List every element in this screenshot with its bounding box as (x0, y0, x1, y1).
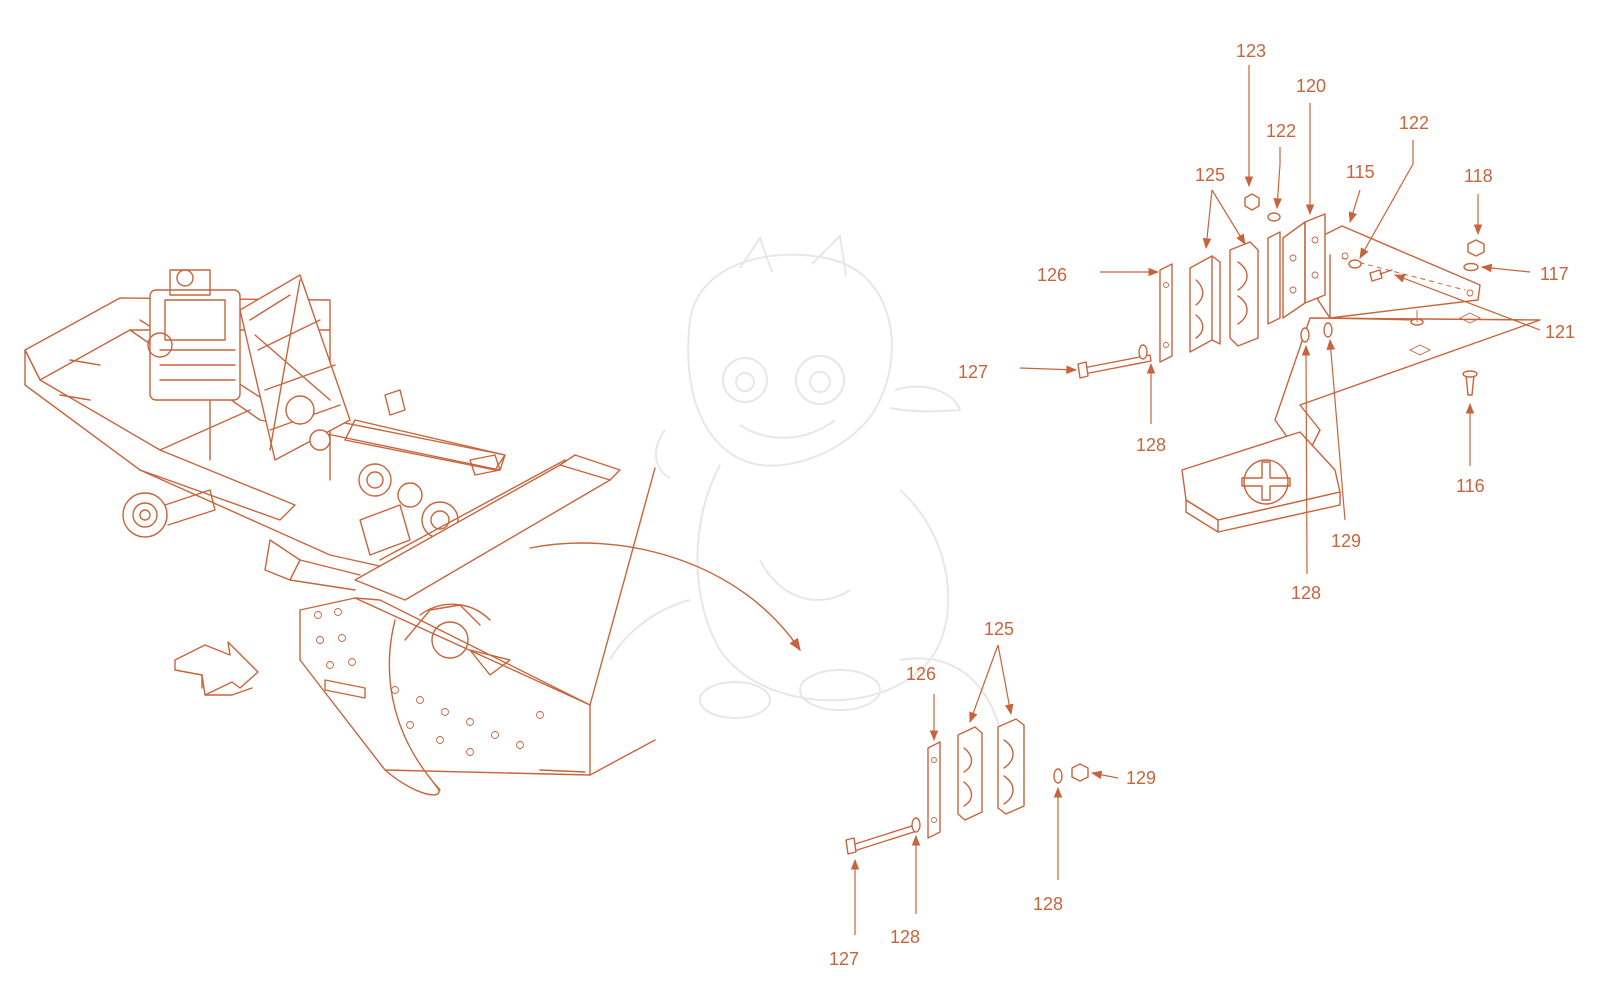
callout-labels: 123 122 120 122 125 115 118 117 126 121 … (829, 41, 1575, 969)
clamp-assembly-exploded-view (845, 718, 1089, 855)
callout-120: 120 (1296, 76, 1326, 96)
callout-116: 116 (1456, 476, 1485, 496)
callout-115: 115 (1346, 162, 1375, 182)
callout-128: 128 (1136, 435, 1166, 455)
callout-122: 122 (1399, 113, 1429, 133)
callout-121: 121 (1545, 322, 1575, 342)
detail-pointer-arrow (529, 542, 801, 652)
callout-126: 126 (1037, 265, 1067, 285)
callout-126: 126 (906, 664, 936, 684)
callout-128: 128 (1291, 583, 1321, 603)
callout-127: 127 (829, 949, 859, 969)
leader-lines-top (1019, 65, 1541, 575)
drum-bolt-holes (314, 608, 544, 756)
callout-118: 118 (1464, 166, 1493, 186)
watermark-dragon-image (609, 233, 1001, 731)
callout-125: 125 (1195, 165, 1225, 185)
callout-123: 123 (1236, 41, 1266, 61)
callout-122: 122 (1266, 121, 1296, 141)
machine-frame-overview (24, 269, 656, 796)
leader-lines-bottom (850, 644, 1119, 935)
callout-128: 128 (1033, 894, 1063, 914)
callout-129: 129 (1126, 768, 1156, 788)
callout-117: 117 (1540, 264, 1569, 284)
callout-129: 129 (1331, 531, 1361, 551)
bracket-assembly-exploded-view (1077, 193, 1541, 533)
forward-arrow-icon (174, 641, 259, 696)
callout-125: 125 (984, 619, 1014, 639)
callout-127: 127 (958, 362, 988, 382)
callout-128: 128 (890, 927, 920, 947)
